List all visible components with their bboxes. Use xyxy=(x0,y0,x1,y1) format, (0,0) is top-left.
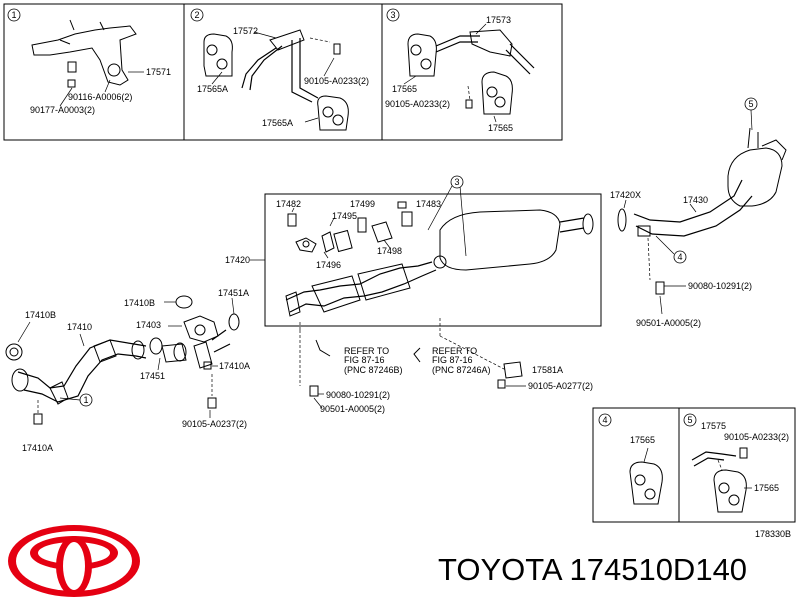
hanger-bracket-17571 xyxy=(31,19,137,88)
part-17410b-center-label: 17410B xyxy=(124,298,155,308)
part-17565a-lower-label: 17565A xyxy=(262,118,293,128)
part-17410-label: 17410 xyxy=(67,322,92,332)
callout-5-main-label: 5 xyxy=(748,99,753,109)
part-17573-label: 17573 xyxy=(486,15,511,25)
part-17575-label: 17575 xyxy=(701,421,726,431)
part-17565-box4-label: 17565 xyxy=(630,435,655,445)
part-17565a-upper-label: 17565A xyxy=(197,84,228,94)
rubber-hanger-upper xyxy=(203,33,233,77)
part-90105-a0277-label: 90105-A0277(2) xyxy=(528,381,593,391)
part-90501-b-label: 90501-A0005(2) xyxy=(636,318,701,328)
part-17496-label: 17496 xyxy=(316,260,341,270)
ref1-line3: (PNC 87246B) xyxy=(344,365,403,375)
part-17565-box5-label: 17565 xyxy=(754,483,779,493)
ref2-line3: (PNC 87246A) xyxy=(432,365,491,375)
part-17451-label: 17451 xyxy=(140,371,165,381)
part-90080-a-label: 90080-10291(2) xyxy=(326,390,390,400)
detail-box-3: 3 17573 17565 90105-A0233(2) 17565 xyxy=(381,3,563,141)
callout-2-label: 2 xyxy=(194,10,199,20)
detail-box-2: 2 17572 17565A 90105-A0233(2) 17565A xyxy=(183,3,383,141)
part-17430-label: 17430 xyxy=(683,195,708,205)
drawing-code: 178330B xyxy=(755,529,791,539)
part-17410a-center-label: 17410A xyxy=(219,361,250,371)
part-17420x-label: 17420X xyxy=(610,190,641,200)
part-17451a-label: 17451A xyxy=(218,288,249,298)
part-17499-label: 17499 xyxy=(350,199,375,209)
part-17403-label: 17403 xyxy=(136,320,161,330)
toyota-logo xyxy=(8,525,140,597)
callout-3-label: 3 xyxy=(390,10,395,20)
main-assembly-box: 17420 17482 17495 17496 17499 17498 1748… xyxy=(225,175,602,336)
part-17571-label: 17571 xyxy=(146,67,171,77)
part-90177-label: 90177-A0003(2) xyxy=(30,105,95,115)
part-17483-label: 17483 xyxy=(416,199,441,209)
hanger-bracket-17572 xyxy=(241,29,319,103)
front-exhaust-pipe-17420 xyxy=(285,255,447,317)
part-17581a-label: 17581A xyxy=(532,365,563,375)
ref1-line2: FIG 87-16 xyxy=(344,355,385,365)
callout-1-label: 1 xyxy=(11,10,16,20)
part-90116-label: 90116-A0006(2) xyxy=(68,92,132,102)
hanger-bracket-17573 xyxy=(435,29,535,75)
part-17565-box3-upper-label: 17565 xyxy=(392,84,417,94)
rubber-hanger-17565-upper xyxy=(407,33,437,77)
part-17565-box3-lower-label: 17565 xyxy=(488,123,513,133)
part-90105-a0233-box5-label: 90105-A0233(2) xyxy=(724,432,789,442)
detail-box-5: 5 17575 90105-A0233(2) 17565 xyxy=(678,407,796,523)
part-90105-a0237-label: 90105-A0237(2) xyxy=(182,419,247,429)
front-pipe-17410: 17410B 17410 1 17410A xyxy=(5,310,147,453)
callout-3-main-label: 3 xyxy=(454,177,459,187)
detail-box-1: 1 17571 90116-A0006(2) 90177-A0003(2) xyxy=(3,3,185,141)
product-title: TOYOTA 174510D140 xyxy=(438,552,748,587)
rubber-hanger-17565-lower xyxy=(481,71,513,115)
part-17495-label: 17495 xyxy=(332,211,357,221)
reference-notes: REFER TO FIG 87-16 (PNC 87246B) REFER TO… xyxy=(299,330,593,414)
part-17410a-bottom-label: 17410A xyxy=(22,443,53,453)
sensor-parts: 17482 17495 17496 17499 17498 17483 xyxy=(276,199,441,270)
part-17420-label: 17420 xyxy=(225,255,250,265)
ref2-line1: REFER TO xyxy=(432,346,477,356)
part-17482-label: 17482 xyxy=(276,199,301,209)
callout-1-main-label: 1 xyxy=(83,395,88,405)
part-90080-b-label: 90080-10291(2) xyxy=(688,281,752,291)
rubber-hanger-lower xyxy=(317,95,349,131)
part-17498-label: 17498 xyxy=(377,246,402,256)
part-90501-a-label: 90501-A0005(2) xyxy=(320,404,385,414)
tail-pipe-17430: 17420X 17430 5 4 90080-10291(2) 90501-A0… xyxy=(610,97,787,328)
part-90105-a0233-box3-label: 90105-A0233(2) xyxy=(385,99,450,109)
callout-5-label: 5 xyxy=(687,415,692,425)
center-muffler xyxy=(427,185,594,271)
detail-box-4: 4 17565 xyxy=(592,407,680,523)
part-17572-label: 17572 xyxy=(233,26,258,36)
callout-4-label: 4 xyxy=(602,415,607,425)
part-17410b-left-label: 17410B xyxy=(25,310,56,320)
callout-4-main-label: 4 xyxy=(677,252,682,262)
ref1-line1: REFER TO xyxy=(344,346,389,356)
part-90105-a0233-box2-label: 90105-A0233(2) xyxy=(304,76,369,86)
ref2-line2: FIG 87-16 xyxy=(432,355,473,365)
flange-gaskets: 17410B 17451A 17403 17451 17410A 90105-A… xyxy=(124,288,250,429)
